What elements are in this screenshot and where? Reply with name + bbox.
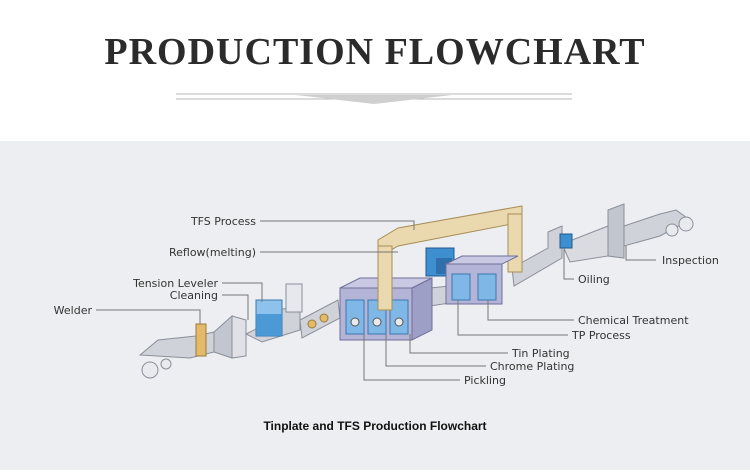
diagram-panel: TFS Process Reflow(melting) Tension Leve… bbox=[0, 141, 750, 470]
label-oiling: Oiling bbox=[578, 273, 610, 286]
diagram-caption: Tinplate and TFS Production Flowchart bbox=[263, 419, 487, 433]
label-cleaning: Cleaning bbox=[170, 289, 218, 302]
page-title: PRODUCTION FLOWCHART bbox=[104, 31, 646, 73]
flowchart-diagram: TFS Process Reflow(melting) Tension Leve… bbox=[54, 203, 719, 387]
welder-unit bbox=[195, 323, 207, 357]
label-tin-plating: Tin Plating bbox=[511, 347, 570, 360]
roller-icon bbox=[307, 319, 317, 329]
label-welder: Welder bbox=[54, 304, 93, 317]
oiling-unit bbox=[559, 233, 573, 249]
cleaning-tank bbox=[255, 283, 303, 337]
label-tfs-process: TFS Process bbox=[190, 215, 256, 228]
label-pickling: Pickling bbox=[464, 374, 506, 387]
entry-coil bbox=[141, 358, 172, 379]
chemical-treatment-tanks bbox=[445, 255, 519, 305]
roller-icon bbox=[319, 313, 329, 323]
title-divider bbox=[176, 93, 572, 104]
label-reflow: Reflow(melting) bbox=[169, 246, 256, 259]
label-tension-leveler: Tension Leveler bbox=[132, 277, 218, 290]
leader-lines bbox=[96, 220, 656, 381]
label-chrome-plating: Chrome Plating bbox=[490, 360, 574, 373]
label-inspection: Inspection bbox=[662, 254, 719, 267]
label-chemical-treatment: Chemical Treatment bbox=[578, 314, 689, 327]
exit-coil bbox=[665, 216, 694, 237]
label-tp-process: TP Process bbox=[571, 329, 631, 342]
